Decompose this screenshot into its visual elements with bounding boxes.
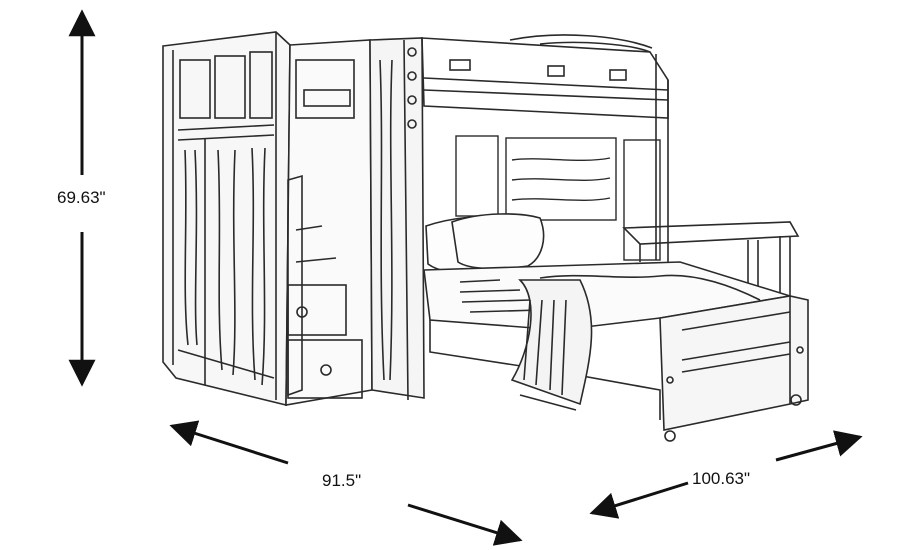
back-panel xyxy=(455,135,661,261)
depth-label: 100.63" xyxy=(692,469,751,488)
ladder-post xyxy=(369,37,425,401)
stair-cabinet xyxy=(162,31,291,407)
depth-arrow xyxy=(589,430,863,519)
width-arrow xyxy=(169,420,523,546)
desk xyxy=(622,221,800,300)
lower-bed xyxy=(423,261,791,420)
height-label: 69.63" xyxy=(57,188,106,207)
stair-drawers xyxy=(285,39,373,406)
footboard xyxy=(659,295,809,442)
upper-bunk xyxy=(421,34,669,262)
pillows xyxy=(425,213,545,275)
width-label: 91.5" xyxy=(322,471,362,490)
